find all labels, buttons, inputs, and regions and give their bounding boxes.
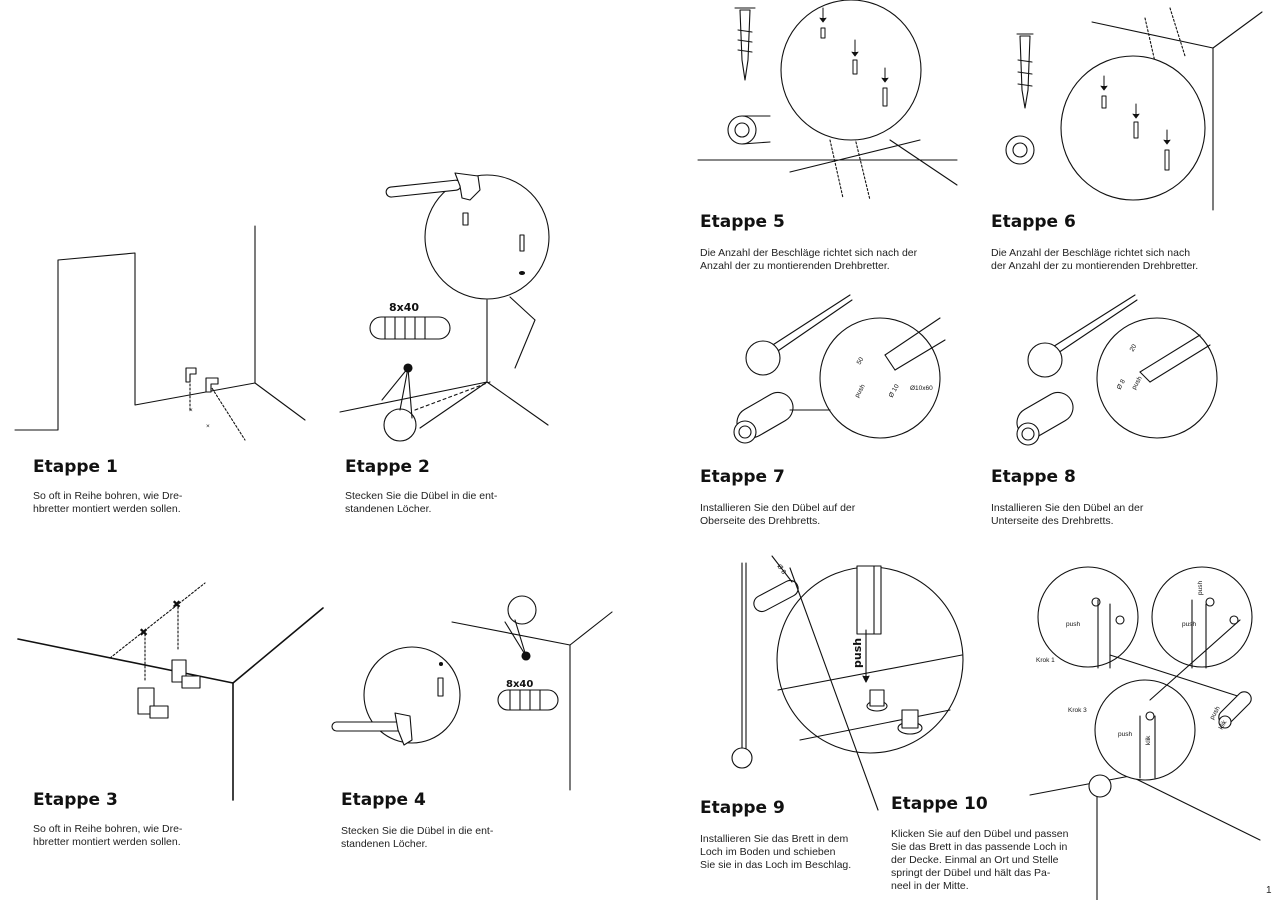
step-5-title: Etappe 5	[700, 212, 785, 232]
krok-1-label: Krok 1	[1036, 657, 1055, 664]
step6-illustration	[1006, 8, 1262, 210]
push-label-krok2: push	[1182, 621, 1196, 628]
step8-illustration: 20 Ø 8 push	[1012, 295, 1217, 445]
svg-text:×: ×	[189, 407, 193, 414]
step-6-description: Die Anzahl der Beschläge richtet sich na…	[991, 247, 1199, 272]
dim-20-label: 20	[1129, 343, 1139, 353]
step-1-title: Etappe 1	[33, 457, 118, 477]
dim-50-label: 50	[856, 356, 866, 366]
dowel-size-label-step4: 8x40	[506, 679, 533, 690]
step10-illustration: push push push push push klik klik Krok …	[1030, 567, 1260, 900]
step-3-title: Etappe 3	[33, 790, 118, 810]
step9-illustration: Ø 8 push	[732, 556, 963, 810]
step-4-description: Stecken Sie die Dübel in die ent- stande…	[341, 825, 494, 850]
step3-illustration: ✖ ✖	[18, 583, 323, 800]
step-10-title: Etappe 10	[891, 794, 988, 814]
klik-label: klik	[1218, 719, 1229, 731]
step-5-description: Die Anzahl der Beschläge richtet sich na…	[700, 247, 918, 272]
klik-label-vertical: klik	[1145, 735, 1152, 745]
step-8-description: Installieren Sie den Dübel an der Unters…	[991, 502, 1144, 527]
step-1-description: So oft in Reihe bohren, wie Dre- hbrette…	[33, 490, 183, 515]
step-9-title: Etappe 9	[700, 798, 785, 818]
step-6-title: Etappe 6	[991, 212, 1076, 232]
svg-text:×: ×	[206, 423, 210, 430]
step2-illustration	[340, 173, 549, 441]
push-label-krok2-vertical: push	[1197, 581, 1204, 595]
svg-text:✖: ✖	[139, 626, 148, 639]
svg-text:✖: ✖	[172, 598, 181, 611]
step-4-title: Etappe 4	[341, 790, 426, 810]
step5-illustration	[698, 0, 957, 200]
hole-size-label: Ø10x60	[910, 385, 933, 392]
step-7-title: Etappe 7	[700, 467, 785, 487]
step-10-description: Klicken Sie auf den Dübel und passen Sie…	[891, 828, 1069, 892]
step-3-description: So oft in Reihe bohren, wie Dre- hbrette…	[33, 823, 183, 848]
push-label-step9: push	[851, 638, 864, 668]
push-label-krok1: push	[1066, 621, 1080, 628]
step-7-description: Installieren Sie den Dübel auf der Obers…	[700, 502, 856, 527]
step7-illustration: 50 Ø10x60 push Ø 10	[732, 295, 945, 443]
dowel-size-label-step2: 8x40	[389, 301, 419, 314]
diam-8-label-step8: Ø 8	[1116, 378, 1127, 391]
step-8-title: Etappe 8	[991, 467, 1076, 487]
step-2-title: Etappe 2	[345, 457, 430, 477]
step4-illustration	[332, 596, 612, 790]
step1-illustration: × ×	[15, 226, 305, 440]
step-9-description: Installieren Sie das Brett in dem Loch i…	[700, 833, 852, 871]
push-label-krok3: push	[1118, 731, 1132, 738]
diam-8-label-step9: Ø 8	[775, 563, 787, 576]
krok-3-label: Krok 3	[1068, 707, 1087, 714]
step-2-description: Stecken Sie die Dübel in die ent- stande…	[345, 490, 498, 515]
page-number: 1	[1266, 885, 1272, 896]
